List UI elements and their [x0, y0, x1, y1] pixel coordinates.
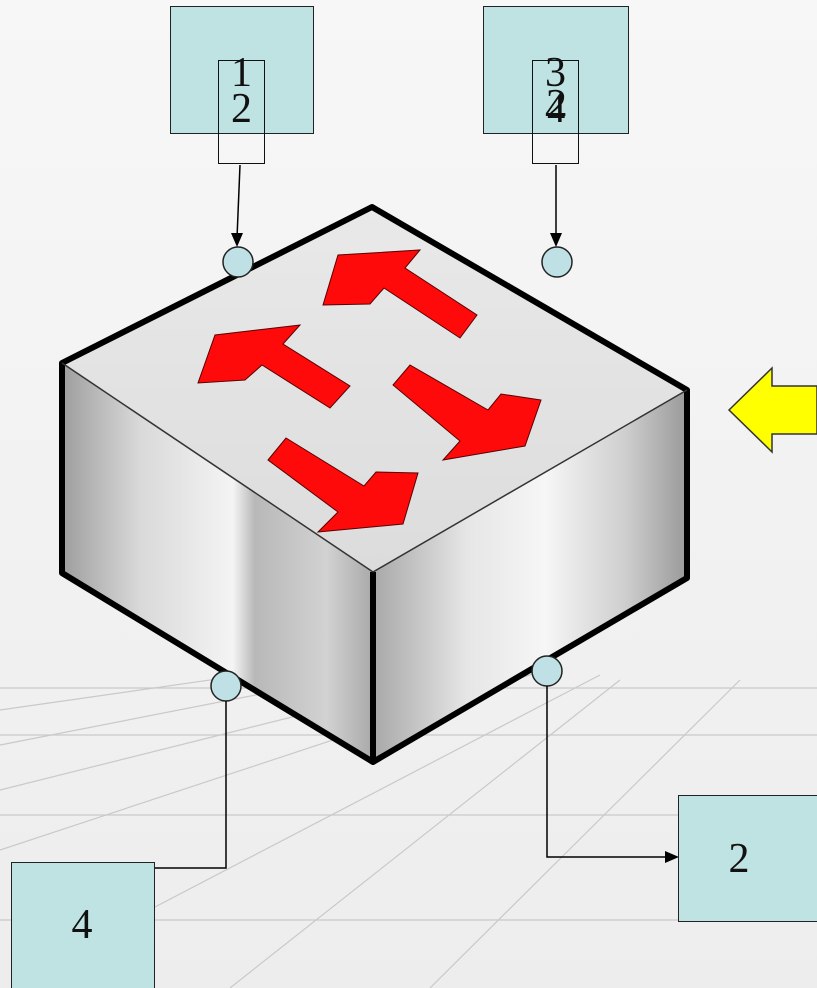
ports [210, 246, 573, 702]
red-arrow-left [197, 324, 351, 409]
bottom-left-box: 4 [11, 862, 155, 988]
red-arrow-down-right [267, 437, 419, 533]
port-top-left [222, 246, 254, 278]
top-left-label-2: 2 [231, 86, 252, 132]
top-right-box [483, 6, 629, 134]
top-left-label-1: 1 [231, 50, 252, 96]
switch-arrows [197, 249, 542, 533]
port-bottom-right [531, 655, 563, 687]
connectors [155, 164, 679, 869]
top-left-box [170, 6, 314, 134]
port-top-right [541, 246, 573, 278]
bottom-right-label: 2 [728, 835, 750, 882]
top-right-label-2: 4 [545, 86, 566, 132]
red-arrow-up-left [322, 249, 478, 339]
top-right-label-1: 3 [545, 50, 566, 96]
switch-right-face [373, 390, 687, 762]
bottom-left-label: 4 [71, 901, 93, 948]
port-bottom-left [210, 670, 242, 702]
switch-top-face [62, 207, 687, 572]
top-left-label-stack: 1 2 [218, 52, 265, 164]
red-arrow-right [392, 364, 542, 461]
bottom-right-box: 2 [678, 795, 817, 922]
switch-left-face [62, 363, 373, 762]
switch-icon [59, 204, 690, 765]
top-right-label-stack: 3 4 2 [532, 52, 579, 164]
top-right-label-3: 2 [546, 82, 567, 128]
yellow-left-arrow-icon [727, 366, 817, 454]
